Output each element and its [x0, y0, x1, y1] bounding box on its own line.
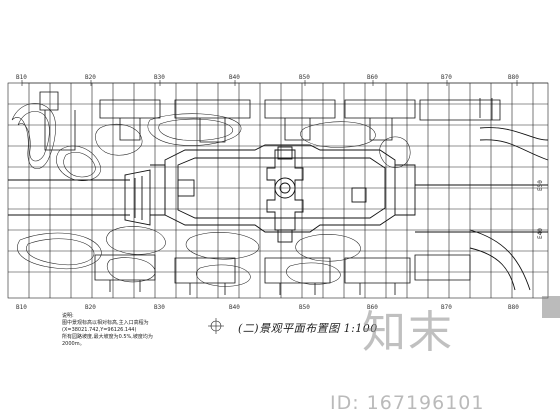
note-line: (X=38021.742,Y=96126.144): [62, 327, 137, 333]
grid: [7, 82, 549, 299]
note-line: 2000m。: [62, 341, 85, 347]
survey-marker: [208, 318, 224, 334]
column-label: B30: [154, 74, 165, 81]
column-label: B80: [508, 304, 519, 311]
entrance-roads: [8, 127, 549, 291]
row-labels: E50 E40: [537, 180, 544, 239]
column-label: B70: [441, 74, 452, 81]
design-notes: 说明: 图中景观标高以相对标高,主入口高程为 (X=38021.742,Y=96…: [62, 313, 172, 348]
column-label: B60: [367, 74, 378, 81]
landscape-contours: [11, 103, 411, 287]
top-dimension-line: [21, 80, 548, 86]
column-label: B50: [299, 304, 310, 311]
row-label: E50: [537, 180, 544, 191]
column-label: B20: [85, 74, 96, 81]
column-label: B60: [367, 304, 378, 311]
row-label: E40: [537, 228, 544, 239]
column-label: B80: [508, 74, 519, 81]
column-label: B50: [299, 74, 310, 81]
column-label: B10: [16, 304, 27, 311]
column-label: B10: [16, 74, 27, 81]
column-label: B20: [85, 304, 96, 311]
buildings: [39, 91, 501, 295]
watermark-id: ID: 167196101: [330, 392, 485, 414]
note-line: 所有园路坡度,最大坡度为0.5%,坡度均为: [62, 334, 153, 340]
note-line: 图中景观标高以相对标高,主入口高程为: [62, 320, 149, 326]
central-plaza: [150, 144, 416, 243]
column-labels: B10 B20 B30 B40 B50 B60 B70 B80 B10 B20 …: [16, 74, 519, 311]
watermark-logo: 知末: [362, 307, 454, 358]
plan-frame: [7, 82, 549, 299]
column-label: B30: [154, 304, 165, 311]
note-line: 说明:: [62, 313, 74, 319]
watermark-seal: [542, 296, 560, 318]
drawing-title: (二)景观平面布置图 1:100: [238, 322, 378, 335]
column-label: B40: [229, 304, 240, 311]
column-label: B40: [229, 74, 240, 81]
column-label: B70: [441, 304, 452, 311]
